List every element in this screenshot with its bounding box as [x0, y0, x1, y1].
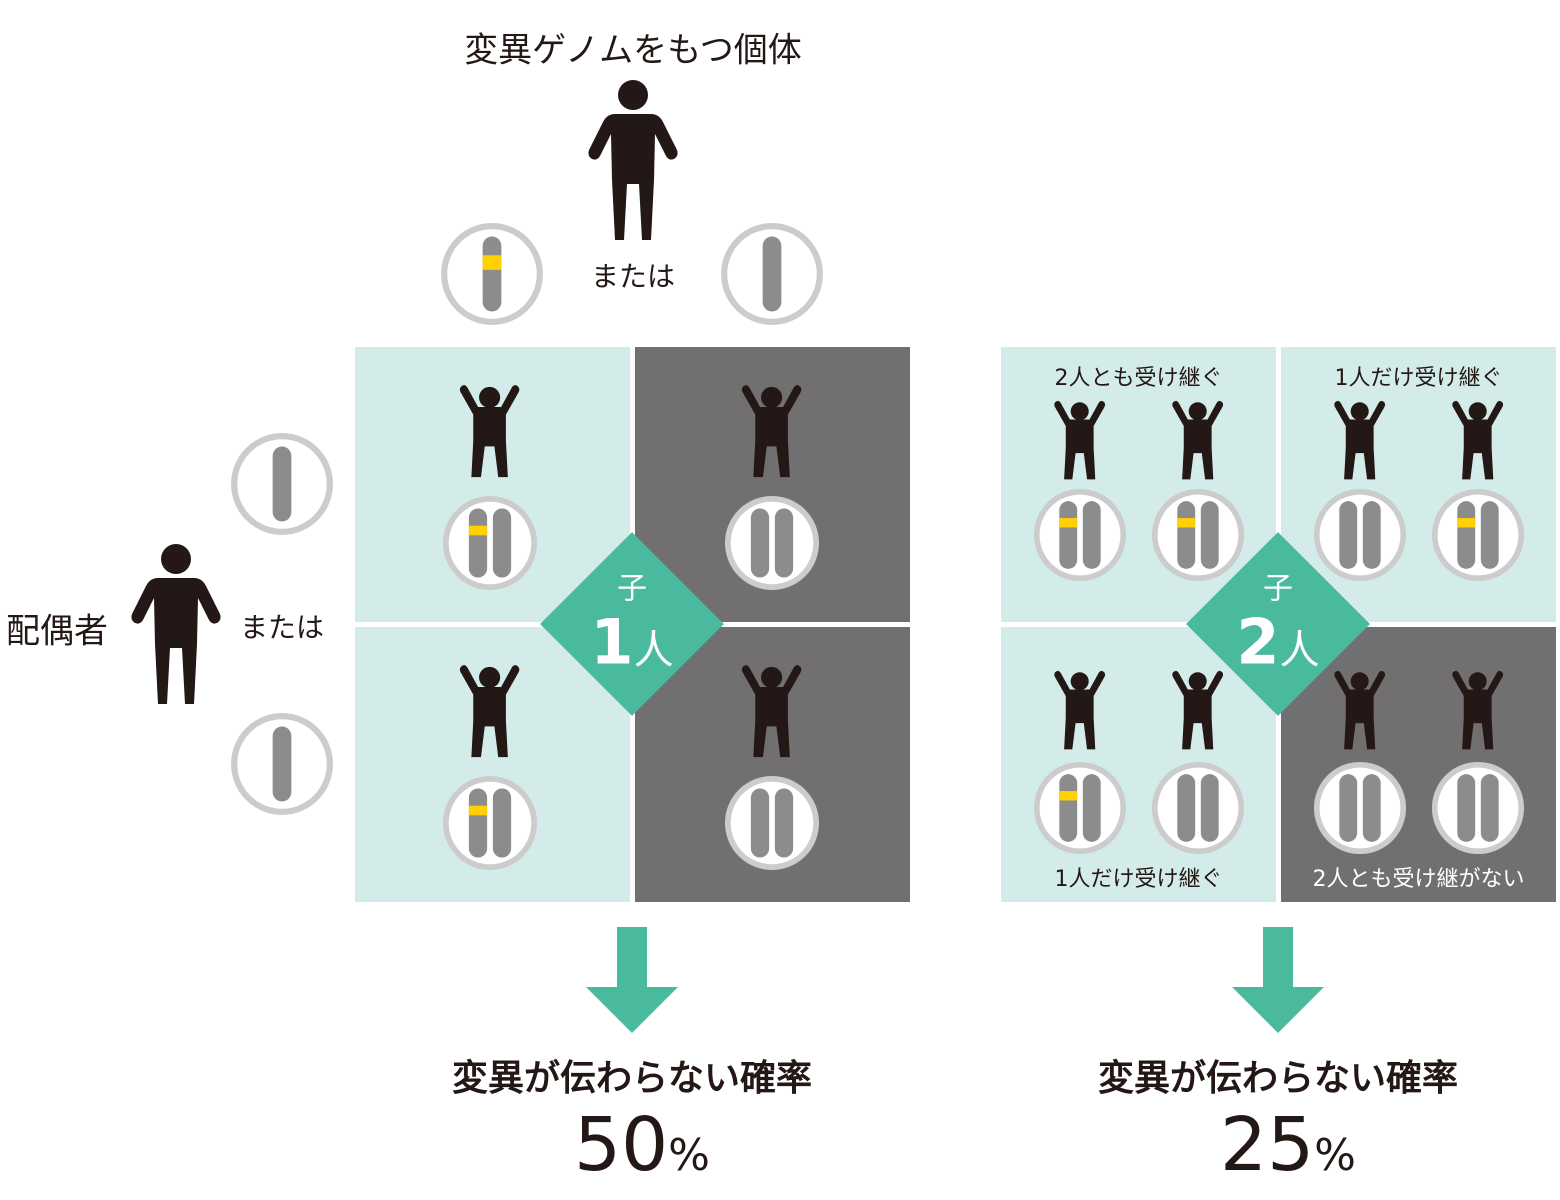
child-chromosome-normal-icon	[1151, 761, 1245, 855]
result-percent-two-children: 25%	[1220, 1102, 1356, 1188]
result-value: 50	[574, 1102, 669, 1188]
child-chromosome-normal-icon	[1313, 488, 1407, 582]
child-person-icon	[738, 663, 805, 759]
result-label-one-child: 変異が伝わらない確率	[451, 1058, 813, 1099]
two-children-cell-1	[1001, 347, 1276, 622]
two-children-cell-label: 1人だけ受け継ぐ	[1054, 867, 1223, 892]
two-children-cell-3	[1001, 627, 1276, 902]
child-chromosome-normal-icon	[1313, 761, 1407, 855]
carrier-title: 変異ゲノムをもつ個体	[464, 30, 802, 71]
child-chromosome-mutant-icon	[442, 775, 538, 871]
badge-prefix: 子	[616, 571, 647, 607]
child-person-icon	[1169, 399, 1226, 481]
child-person-icon	[738, 383, 805, 479]
badge-unit: 人	[1279, 627, 1320, 674]
two-children-cell-label: 2人とも受け継がない	[1312, 867, 1525, 892]
child-person-icon	[456, 383, 523, 479]
child-chromosome-normal-icon	[1431, 761, 1525, 855]
carrier-chromosome-mutant-icon	[440, 222, 544, 326]
child-chromosome-mutant-icon	[1033, 488, 1127, 582]
spouse-chromosome-normal-icon-1	[230, 432, 334, 536]
result-percent-one-child: 50%	[574, 1102, 710, 1188]
result-value: 25	[1220, 1102, 1315, 1188]
child-person-icon	[1449, 669, 1506, 751]
child-person-icon	[456, 663, 523, 759]
spouse-label: 配偶者	[6, 611, 108, 652]
badge-number: 2	[1236, 605, 1280, 679]
child-person-icon	[1449, 399, 1506, 481]
child-person-icon	[1169, 669, 1226, 751]
child-chromosome-mutant-icon	[1431, 488, 1525, 582]
carrier-person-icon	[587, 80, 679, 242]
carrier-chromosome-normal-icon	[720, 222, 824, 326]
spouse-or-label: または	[239, 611, 325, 644]
two-children-cell-label: 1人だけ受け継ぐ	[1334, 366, 1503, 391]
child-person-icon	[1331, 399, 1388, 481]
child-person-icon	[1331, 669, 1388, 751]
two-children-cell-4	[1281, 627, 1556, 902]
child-person-icon	[1051, 399, 1108, 481]
two-children-cell-2	[1281, 347, 1556, 622]
child-chromosome-normal-icon	[724, 775, 820, 871]
result-unit: %	[1314, 1130, 1356, 1181]
spouse-person-icon	[130, 544, 222, 706]
badge-unit: 人	[633, 627, 674, 674]
child-chromosome-mutant-icon	[442, 495, 538, 591]
carrier-or-label: または	[590, 260, 676, 293]
child-chromosome-normal-icon	[724, 495, 820, 591]
two-children-cell-label: 2人とも受け継ぐ	[1054, 366, 1223, 391]
child-chromosome-mutant-icon	[1151, 488, 1245, 582]
badge-number: 1	[590, 605, 634, 679]
child-person-icon	[1051, 669, 1108, 751]
down-arrow-icon-two-children	[1232, 927, 1324, 1033]
down-arrow-icon-one-child	[586, 927, 678, 1033]
spouse-chromosome-normal-icon-2	[230, 712, 334, 816]
child-chromosome-mutant-icon	[1033, 761, 1127, 855]
badge-prefix: 子	[1262, 571, 1293, 607]
result-unit: %	[668, 1130, 710, 1181]
result-label-two-children: 変異が伝わらない確率	[1097, 1058, 1459, 1099]
